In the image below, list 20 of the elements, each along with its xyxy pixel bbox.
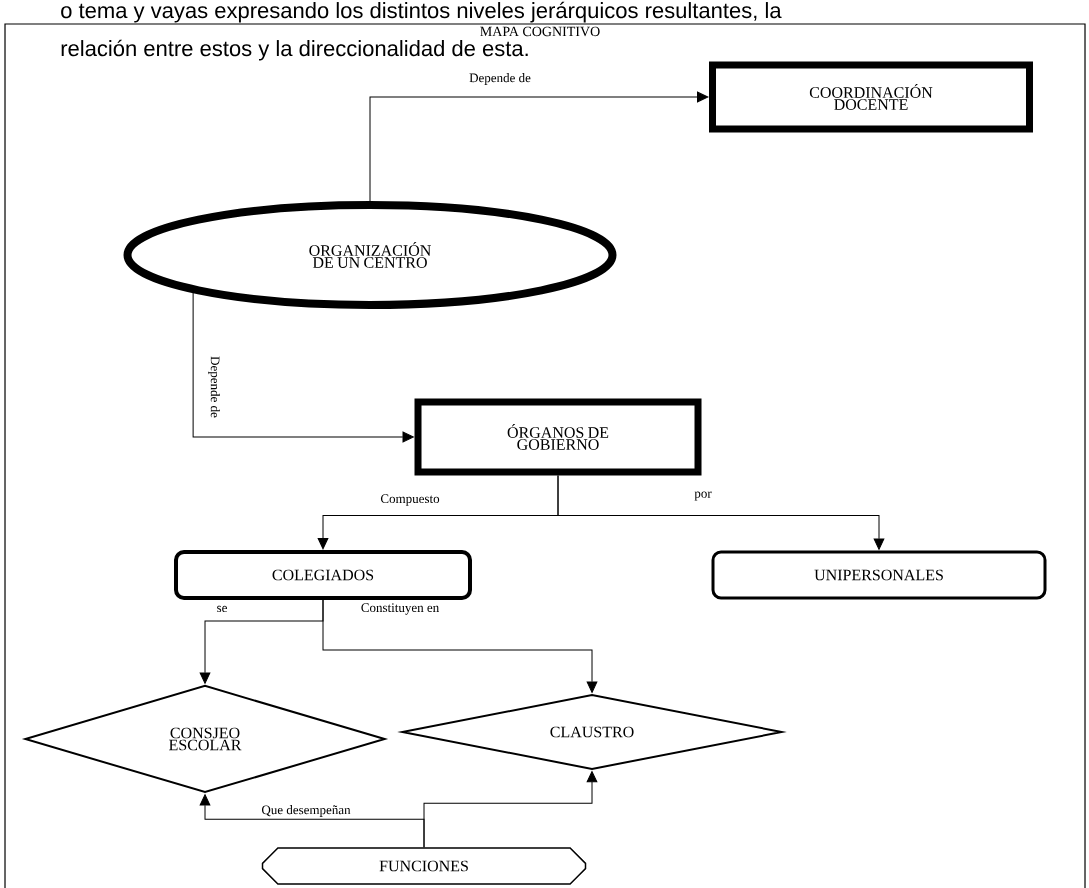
edge-label: Compuesto xyxy=(379,493,441,507)
arrow xyxy=(557,475,885,550)
concept-box: COORDINACIÓN DOCENTE xyxy=(709,61,1033,133)
octagon-box: FUNCIONES xyxy=(261,847,587,885)
arrow xyxy=(369,91,709,202)
edge-label: Depende de xyxy=(207,355,221,419)
arrow xyxy=(192,292,414,443)
concept-box: ÓRGANOS DE GOBIERNO xyxy=(414,398,702,476)
rounded-box: COLEGIADOS xyxy=(174,550,472,600)
text-line: o tema y vayas expresando los distintos niveles jerárquicos resultantes, la xyxy=(61,1,782,23)
arrow xyxy=(423,771,598,848)
text-line: relación entre estos y la direccionalidad de esta. xyxy=(61,39,528,61)
arrow xyxy=(322,599,598,693)
diagram-title: MAPA COGNITIVO xyxy=(480,26,600,37)
edge-label: se xyxy=(215,604,229,614)
edge-label: por xyxy=(693,490,713,502)
edge-label: Constituyen en xyxy=(359,602,441,616)
edge-label: Que desempeñan xyxy=(260,804,352,818)
edge-label: Depende de xyxy=(468,72,532,86)
rounded-box: UNIPERSONALES xyxy=(711,550,1047,600)
